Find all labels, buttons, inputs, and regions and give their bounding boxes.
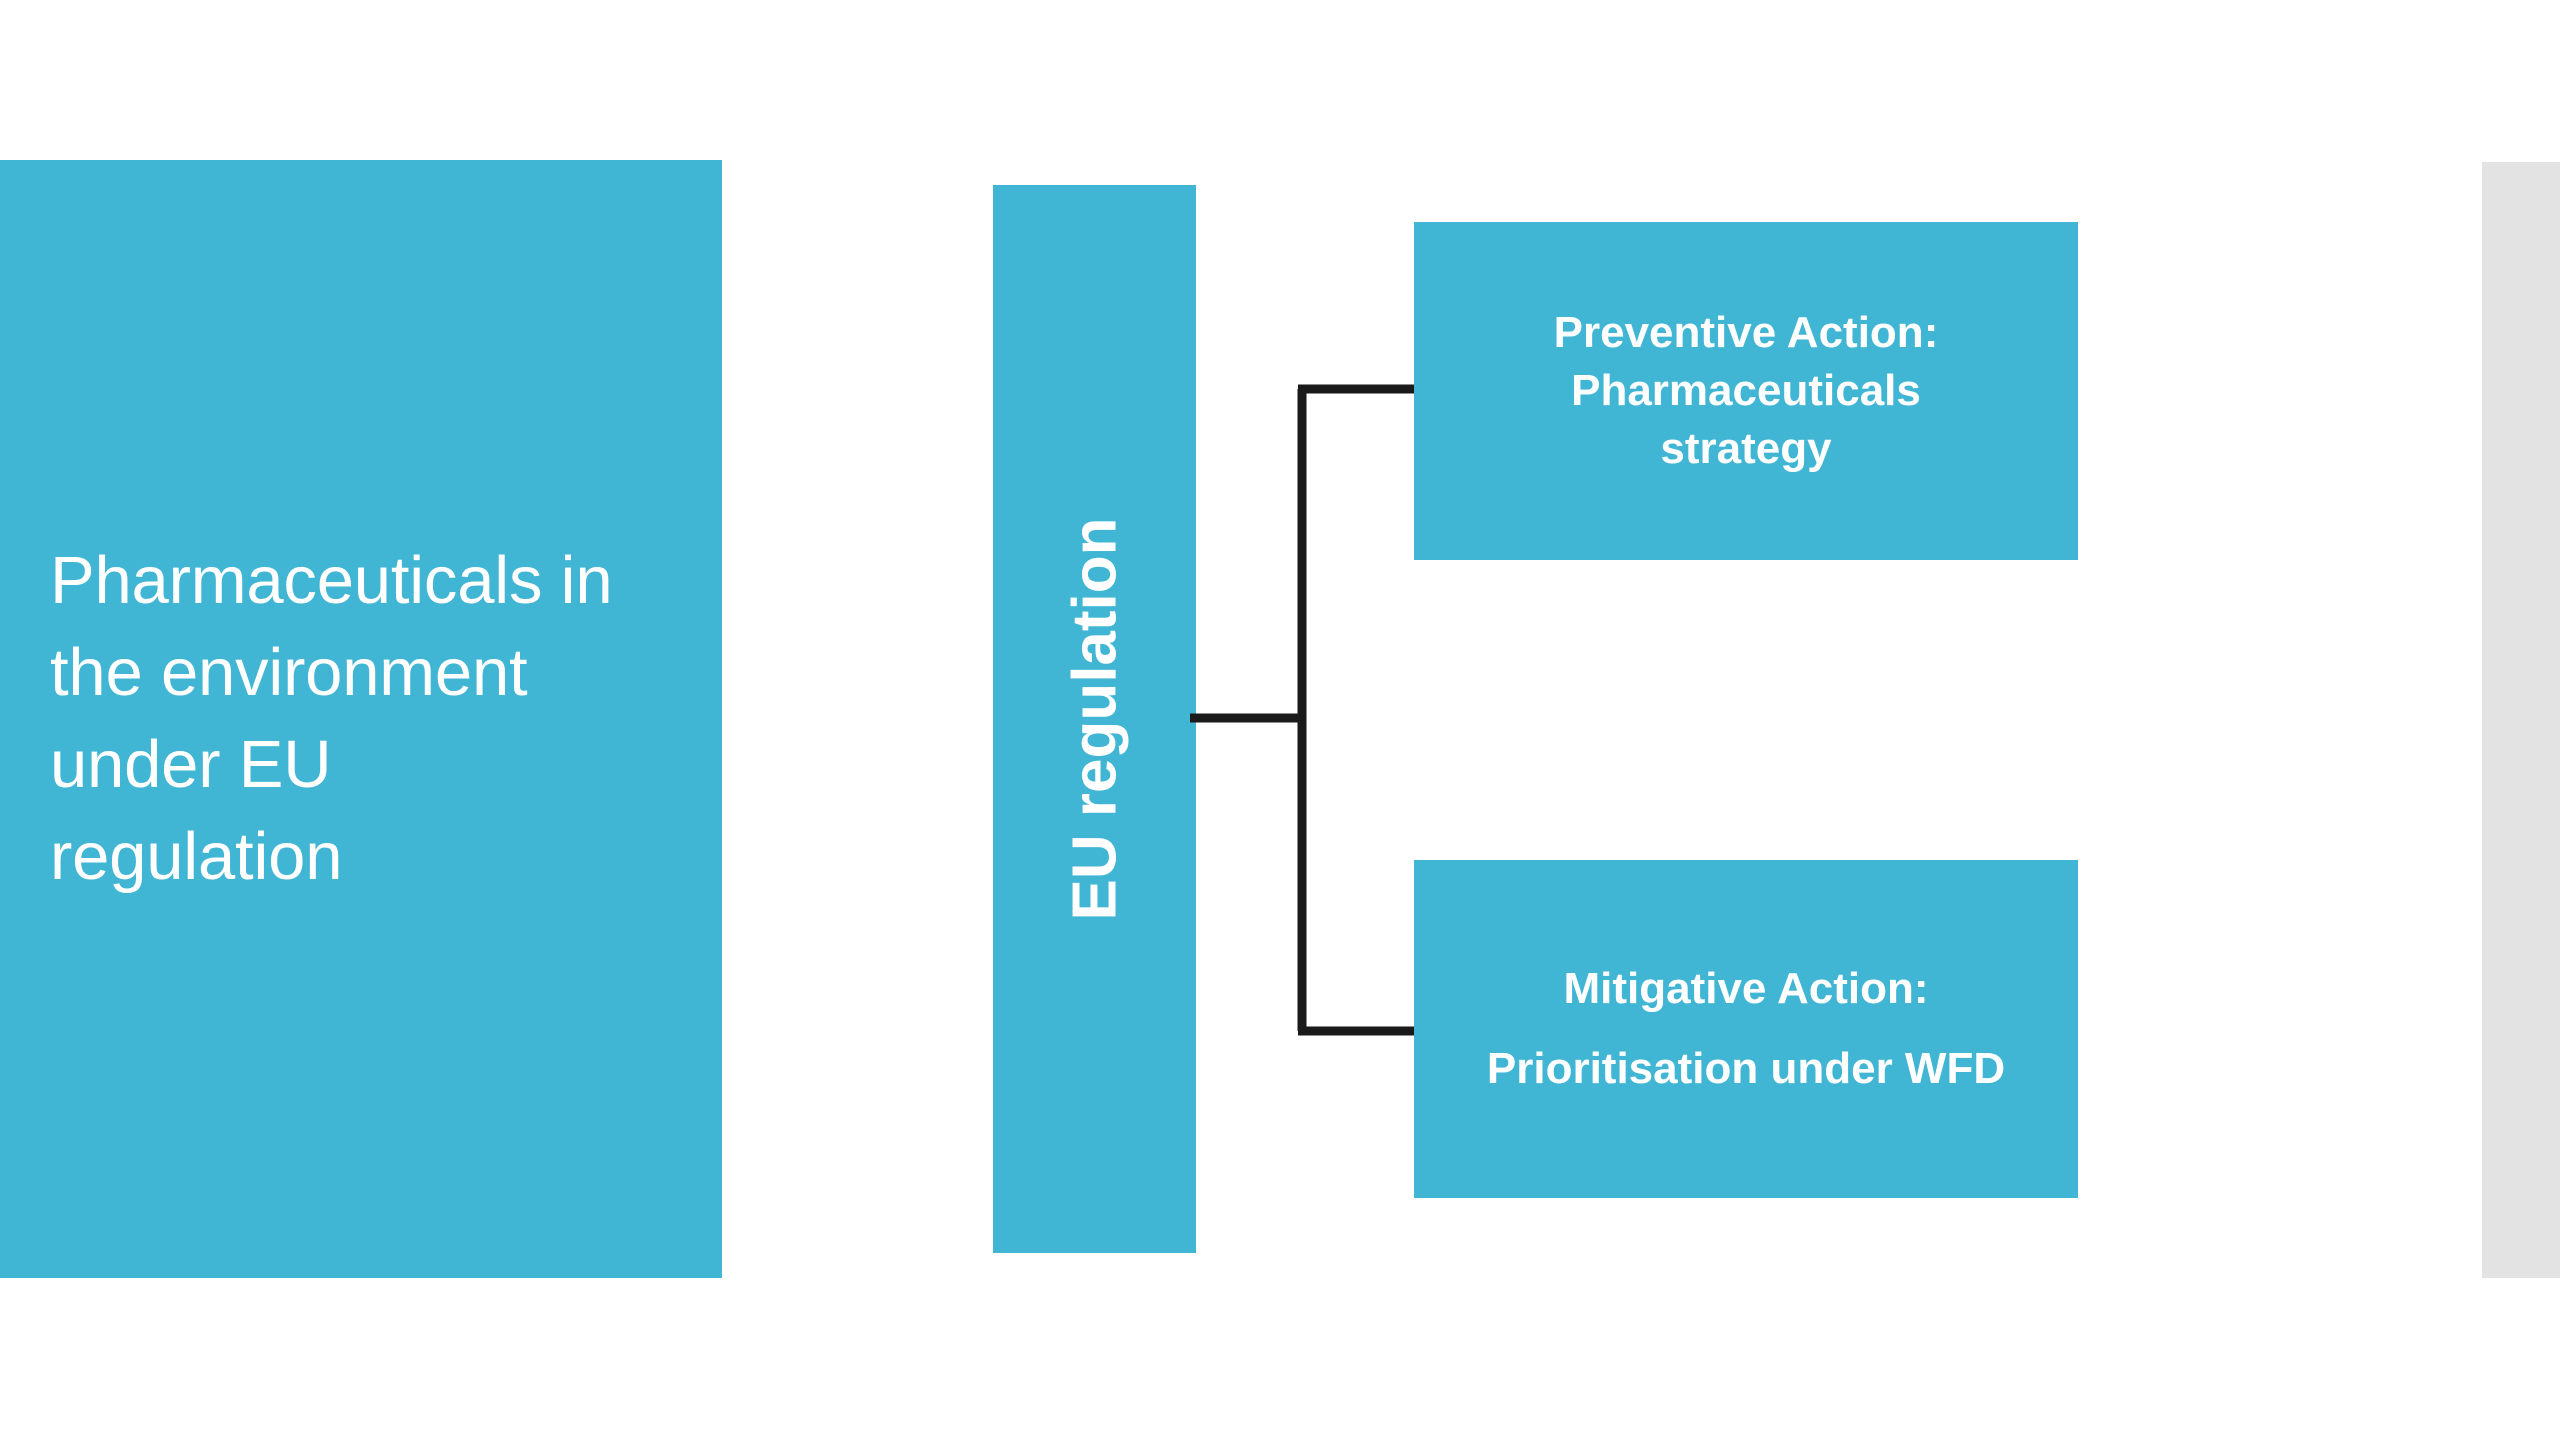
preventive-action-text: Preventive Action: Pharmaceuticals strat…	[1553, 308, 1939, 473]
preventive-action-box: Preventive Action: Pharmaceuticals strat…	[1414, 222, 2078, 560]
slide-title: Pharmaceuticals in the environment under…	[50, 543, 613, 894]
eu-regulation-label: EU regulation	[1060, 517, 1129, 921]
title-panel: Pharmaceuticals in the environment under…	[0, 160, 722, 1278]
mitigative-action-body: Prioritisation under WFD	[1486, 1044, 2006, 1093]
mitigative-action-box: Mitigative Action: Prioritisation under …	[1414, 860, 2078, 1198]
eu-regulation-bar: EU regulation	[993, 185, 1196, 1253]
bracket-connector-icon	[1190, 384, 1420, 1036]
mitigative-action-heading: Mitigative Action:	[1563, 964, 1929, 1013]
right-edge-strip	[2482, 162, 2560, 1278]
